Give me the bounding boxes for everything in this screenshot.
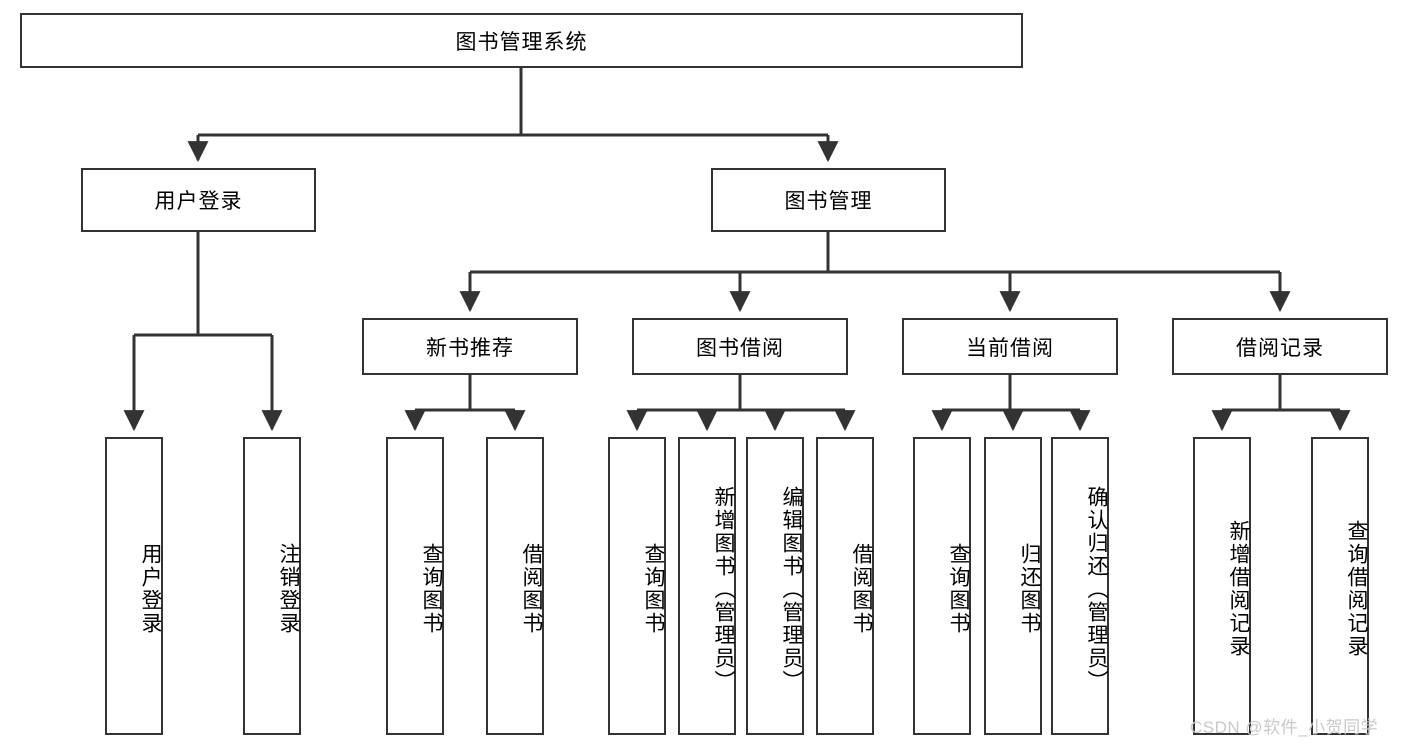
leaf-query-book-recommend-label: 查询图书 — [420, 543, 443, 635]
leaf-query-borrow-record[interactable]: 查询借阅记录 — [1311, 437, 1369, 735]
leaf-query-book-borrow[interactable]: 查询图书 — [608, 437, 666, 735]
leaf-query-book-recommend[interactable]: 查询图书 — [386, 437, 444, 735]
node-new-book-recommend-label: 新书推荐 — [426, 336, 514, 360]
leaf-add-book[interactable]: 新增图书（管理员） — [678, 437, 736, 735]
leaf-add-borrow-record-label: 新增借阅记录 — [1227, 520, 1250, 658]
node-borrow-record-label: 借阅记录 — [1236, 336, 1324, 360]
node-root[interactable]: 图书管理系统 — [20, 13, 1023, 68]
leaf-query-book-current[interactable]: 查询图书 — [913, 437, 971, 735]
leaf-borrow-book[interactable]: 借阅图书 — [816, 437, 874, 735]
leaf-borrow-book-recommend[interactable]: 借阅图书 — [486, 437, 544, 735]
leaf-return-book[interactable]: 归还图书 — [984, 437, 1042, 735]
node-book-management-label: 图书管理 — [784, 190, 873, 213]
node-book-management[interactable]: 图书管理 — [711, 168, 946, 232]
leaf-edit-book[interactable]: 编辑图书（管理员） — [746, 437, 804, 735]
node-new-book-recommend[interactable]: 新书推荐 — [362, 318, 578, 375]
node-book-borrow-label: 图书借阅 — [696, 336, 784, 360]
leaf-user-login-label: 用户登录 — [139, 543, 162, 635]
leaf-borrow-book-recommend-label: 借阅图书 — [520, 543, 543, 635]
node-current-borrow[interactable]: 当前借阅 — [902, 318, 1118, 375]
node-root-label: 图书管理系统 — [455, 30, 588, 54]
leaf-user-logout[interactable]: 注销登录 — [243, 437, 301, 735]
leaf-query-book-current-label: 查询图书 — [947, 543, 970, 635]
node-borrow-record[interactable]: 借阅记录 — [1172, 318, 1388, 375]
leaf-confirm-return[interactable]: 确认归还（管理员） — [1051, 437, 1109, 735]
leaf-query-book-borrow-label: 查询图书 — [642, 543, 665, 635]
leaf-return-book-label: 归还图书 — [1018, 543, 1041, 635]
leaf-add-borrow-record[interactable]: 新增借阅记录 — [1193, 437, 1251, 735]
leaf-edit-book-label: 编辑图书（管理员） — [780, 485, 803, 693]
leaf-add-book-label: 新增图书（管理员） — [712, 485, 735, 693]
leaf-user-login[interactable]: 用户登录 — [105, 437, 163, 735]
node-user-login[interactable]: 用户登录 — [81, 168, 316, 232]
node-user-login-label: 用户登录 — [154, 190, 243, 213]
leaf-user-logout-label: 注销登录 — [277, 543, 300, 635]
leaf-borrow-book-label: 借阅图书 — [850, 543, 873, 635]
node-current-borrow-label: 当前借阅 — [966, 336, 1054, 360]
leaf-confirm-return-label: 确认归还（管理员） — [1085, 485, 1108, 693]
node-book-borrow[interactable]: 图书借阅 — [632, 318, 848, 375]
leaf-query-borrow-record-label: 查询借阅记录 — [1345, 520, 1368, 658]
